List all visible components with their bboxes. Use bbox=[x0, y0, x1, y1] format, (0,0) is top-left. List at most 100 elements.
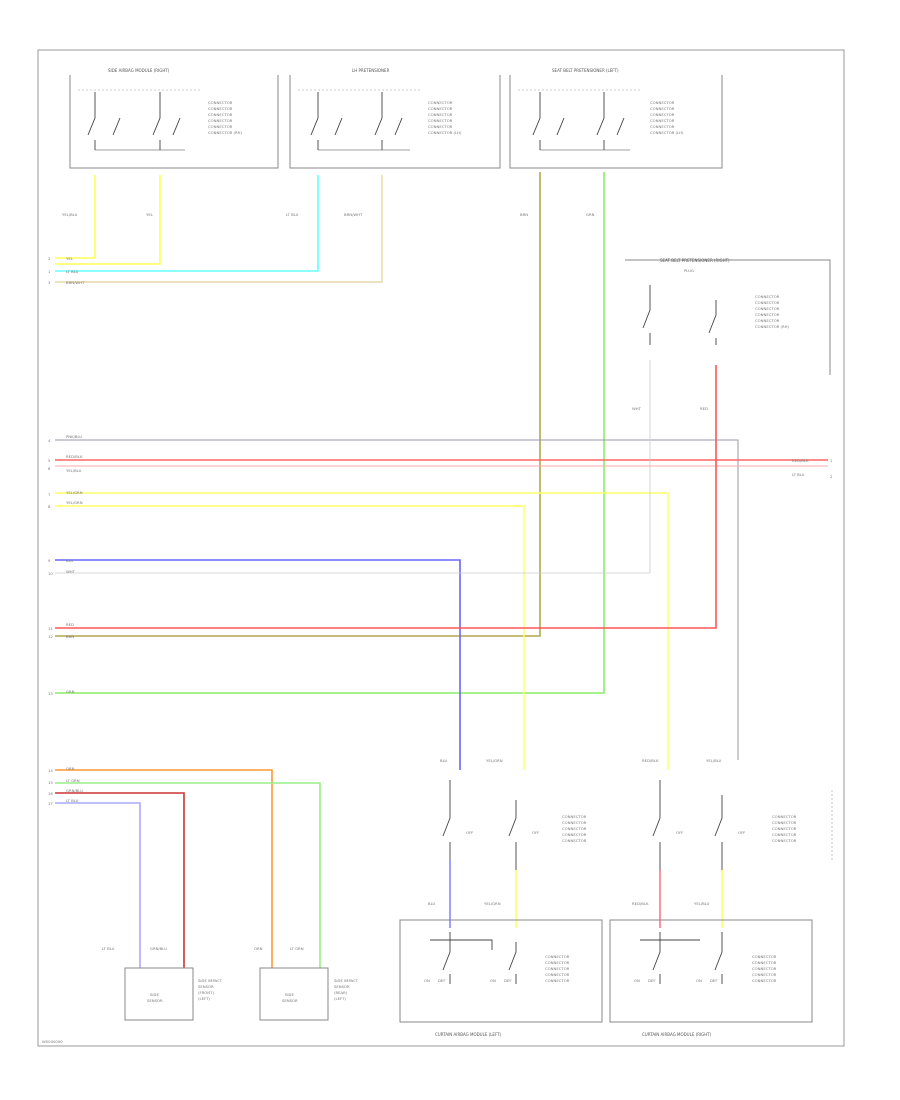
svg-text:GRN/BLU: GRN/BLU bbox=[150, 946, 167, 951]
svg-text:CONNECTOR: CONNECTOR bbox=[545, 954, 570, 959]
svg-text:CONNECTOR: CONNECTOR bbox=[772, 820, 797, 825]
svg-text:WHT: WHT bbox=[66, 569, 76, 574]
svg-text:CONNECTOR (LH): CONNECTOR (LH) bbox=[428, 130, 462, 135]
svg-text:CONNECTOR: CONNECTOR bbox=[752, 978, 777, 983]
svg-text:CONNECTOR: CONNECTOR bbox=[650, 112, 675, 117]
svg-text:14: 14 bbox=[48, 768, 53, 773]
svg-text:3: 3 bbox=[48, 280, 51, 285]
svg-text:DEF: DEF bbox=[648, 978, 656, 983]
svg-text:CONNECTOR: CONNECTOR bbox=[428, 100, 453, 105]
svg-text:13: 13 bbox=[48, 691, 53, 696]
svg-text:CONNECTOR: CONNECTOR bbox=[772, 826, 797, 831]
svg-text:CONNECTOR: CONNECTOR bbox=[650, 118, 675, 123]
component-top-left: SIDE AIRBAG MODULE (RIGHT) CONNECTOR CON… bbox=[69, 68, 279, 169]
connector-text: CONNECTOR CONNECTOR CONNECTOR CONNECTOR … bbox=[755, 294, 789, 329]
connector-text: CONNECTOR CONNECTOR CONNECTOR CONNECTOR … bbox=[208, 100, 242, 135]
svg-text:5: 5 bbox=[48, 458, 51, 463]
svg-text:7: 7 bbox=[48, 492, 51, 497]
svg-text:CONNECTOR: CONNECTOR bbox=[562, 826, 587, 831]
svg-text:YEL/BLU: YEL/BLU bbox=[706, 758, 722, 763]
svg-text:SENSOR: SENSOR bbox=[198, 984, 214, 989]
svg-text:PNK/BLU: PNK/BLU bbox=[66, 434, 82, 439]
svg-text:CONNECTOR (RH): CONNECTOR (RH) bbox=[755, 324, 789, 329]
svg-text:CONNECTOR: CONNECTOR bbox=[752, 960, 777, 965]
svg-text:SENSOR: SENSOR bbox=[147, 998, 163, 1003]
svg-text:11: 11 bbox=[48, 626, 53, 631]
svg-text:1: 1 bbox=[48, 269, 51, 274]
svg-text:CONNECTOR: CONNECTOR bbox=[650, 124, 675, 129]
module-title: CURTAIN AIRBAG MODULE (LEFT) bbox=[435, 1032, 502, 1037]
right-wire-labels: RED/BLK 1 LT BLU 2 bbox=[792, 458, 833, 479]
svg-text:CONNECTOR: CONNECTOR bbox=[755, 300, 780, 305]
svg-text:ON: ON bbox=[490, 978, 496, 983]
sensor-left: LT BLU GRN/BLU SIDE SENSOR SIDE IMPACT S… bbox=[102, 946, 223, 1021]
svg-text:8: 8 bbox=[48, 504, 51, 509]
svg-text:(REAR): (REAR) bbox=[334, 990, 348, 995]
svg-text:DEF: DEF bbox=[438, 978, 446, 983]
svg-text:CONNECTOR: CONNECTOR bbox=[755, 312, 780, 317]
wire-yellow bbox=[55, 175, 161, 265]
connector-text: CONNECTOR CONNECTOR CONNECTOR CONNECTOR … bbox=[650, 100, 684, 135]
component-title: SIDE AIRBAG MODULE (RIGHT) bbox=[108, 68, 170, 73]
svg-text:CONNECTOR: CONNECTOR bbox=[545, 972, 570, 977]
wire-label: YEL/BLU bbox=[62, 212, 78, 217]
svg-text:CONNECTOR: CONNECTOR bbox=[208, 118, 233, 123]
svg-text:CONNECTOR: CONNECTOR bbox=[428, 118, 453, 123]
switch-block-left: BLU YEL/GRN OFF OFF CONNECTOR CONNECTOR … bbox=[440, 758, 587, 870]
svg-text:9: 9 bbox=[48, 558, 51, 563]
svg-text:SIDE: SIDE bbox=[150, 992, 159, 997]
svg-text:RED: RED bbox=[66, 622, 74, 627]
svg-text:10: 10 bbox=[48, 571, 53, 576]
component-title: SEAT BELT PRETENSIONER (LEFT) bbox=[552, 68, 619, 73]
wire-label: BRN/WHT bbox=[344, 212, 363, 217]
svg-text:RED/BLK: RED/BLK bbox=[632, 901, 649, 906]
svg-text:CONNECTOR: CONNECTOR bbox=[752, 954, 777, 959]
svg-text:YEL/GRN: YEL/GRN bbox=[484, 901, 501, 906]
wire-gray bbox=[55, 439, 739, 760]
svg-text:CONNECTOR: CONNECTOR bbox=[772, 838, 797, 843]
svg-text:SENSOR: SENSOR bbox=[282, 998, 298, 1003]
svg-text:ORN: ORN bbox=[254, 946, 263, 951]
wire-label: LT BLU bbox=[286, 212, 299, 217]
wire-white bbox=[55, 360, 651, 574]
wire-tan bbox=[55, 175, 383, 283]
svg-text:CONNECTOR (RH): CONNECTOR (RH) bbox=[208, 130, 242, 135]
svg-text:1: 1 bbox=[830, 458, 833, 463]
svg-text:2: 2 bbox=[48, 256, 51, 261]
svg-text:GRN: GRN bbox=[66, 689, 75, 694]
wire-label: GRN bbox=[586, 212, 595, 217]
svg-text:CONNECTOR: CONNECTOR bbox=[545, 960, 570, 965]
svg-text:CONNECTOR: CONNECTOR bbox=[755, 306, 780, 311]
footer-code: W0000000 bbox=[42, 1039, 63, 1044]
svg-text:CONNECTOR: CONNECTOR bbox=[650, 100, 675, 105]
svg-text:BRN/WHT: BRN/WHT bbox=[66, 280, 85, 285]
connector-text: CONNECTOR CONNECTOR CONNECTOR CONNECTOR … bbox=[772, 814, 797, 843]
svg-text:LT BLU: LT BLU bbox=[66, 798, 79, 803]
module-title: CURTAIN AIRBAG MODULE (RIGHT) bbox=[642, 1032, 712, 1037]
svg-text:CONNECTOR: CONNECTOR bbox=[428, 106, 453, 111]
wire-red bbox=[55, 365, 717, 629]
svg-text:CONNECTOR: CONNECTOR bbox=[545, 978, 570, 983]
svg-text:SIDE: SIDE bbox=[285, 992, 294, 997]
svg-text:(FRONT): (FRONT) bbox=[198, 990, 214, 995]
wire-yellow bbox=[55, 175, 96, 259]
wire-maroon bbox=[55, 792, 185, 968]
svg-text:SENSOR: SENSOR bbox=[334, 984, 350, 989]
svg-text:CONNECTOR: CONNECTOR bbox=[545, 966, 570, 971]
svg-text:CONNECTOR: CONNECTOR bbox=[752, 972, 777, 977]
svg-text:(LEFT): (LEFT) bbox=[334, 996, 346, 1001]
svg-text:BLU: BLU bbox=[440, 758, 448, 763]
svg-text:CONNECTOR: CONNECTOR bbox=[428, 124, 453, 129]
component-title: LH PRETENSIONER bbox=[352, 68, 390, 73]
wire-label: RED bbox=[700, 406, 708, 411]
wire-orange bbox=[55, 769, 273, 968]
svg-text:SIDE IMPACT: SIDE IMPACT bbox=[198, 978, 223, 983]
svg-text:YEL/GRN: YEL/GRN bbox=[66, 500, 83, 505]
wire-blue bbox=[55, 559, 461, 770]
svg-text:CONNECTOR: CONNECTOR bbox=[772, 814, 797, 819]
component-right-mid: SEAT BELT PRETENSIONER (RIGHT) PLUG CONN… bbox=[625, 258, 831, 375]
svg-text:CONNECTOR: CONNECTOR bbox=[772, 832, 797, 837]
svg-text:(LEFT): (LEFT) bbox=[198, 996, 210, 1001]
svg-text:ON: ON bbox=[634, 978, 640, 983]
